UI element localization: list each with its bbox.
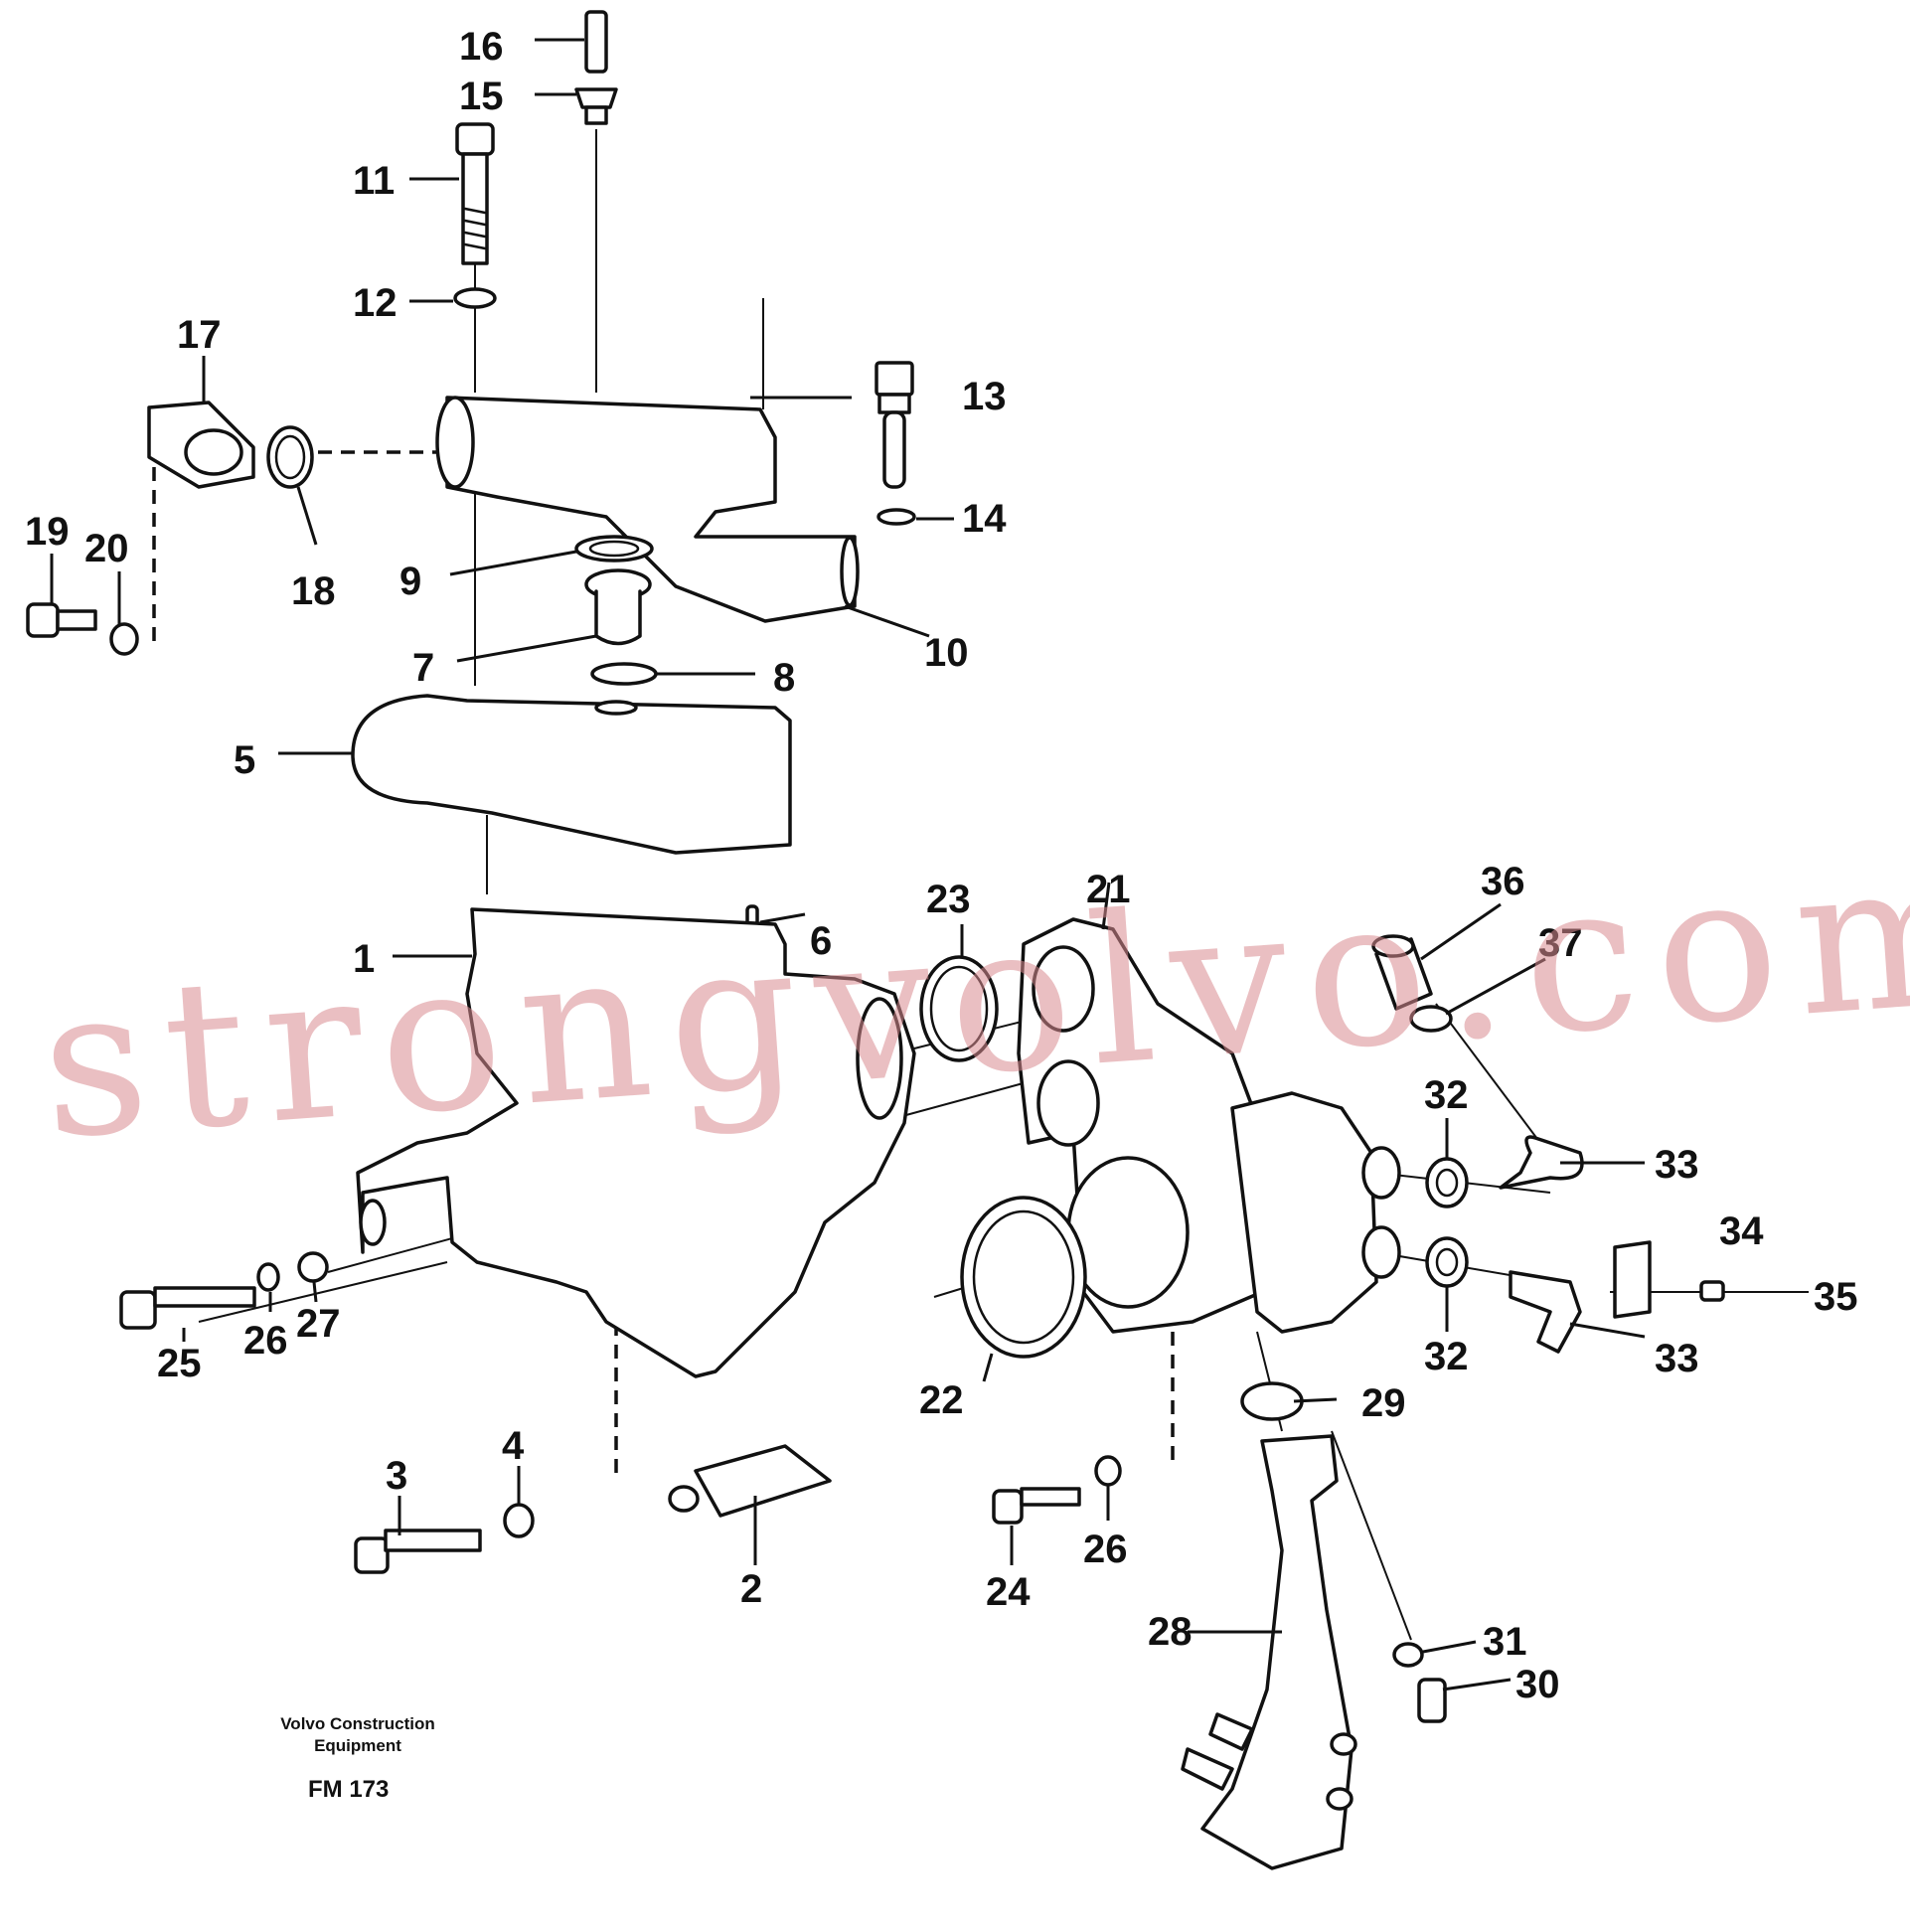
label-part-11: 11 (353, 159, 395, 203)
part-20-washer (109, 622, 139, 656)
part-2-sealant-tube (668, 1444, 832, 1518)
label-part-22: 22 (919, 1378, 964, 1422)
part-23-o-ring (919, 955, 999, 1062)
part-10-thermostat-cover (435, 396, 860, 623)
company-name-line1: Volvo Construction (280, 1714, 435, 1733)
label-part-35: 35 (1814, 1275, 1858, 1319)
label-part-24: 24 (986, 1570, 1031, 1614)
part-5-thermostat-housing (351, 694, 792, 855)
part-22-o-ring (960, 1196, 1087, 1359)
part-34-bracket (1613, 1240, 1652, 1319)
part-1-water-pump-housing (356, 907, 916, 1378)
footer-block: Volvo Construction Equipment FM 173 (280, 1714, 435, 1803)
label-part-25: 25 (157, 1342, 202, 1385)
part-3-screw (354, 1529, 482, 1574)
part-14-seal-ring (876, 508, 916, 526)
part-13-temperature-sensor (875, 361, 914, 489)
label-part-30: 30 (1515, 1663, 1560, 1706)
label-part-9: 9 (399, 560, 421, 603)
label-part-37: 37 (1538, 921, 1583, 965)
part-18-o-ring (266, 425, 314, 489)
part-33-pipe-lower (1509, 1270, 1582, 1354)
label-part-29: 29 (1361, 1381, 1406, 1425)
label-part-33-lower: 33 (1655, 1337, 1699, 1380)
label-part-36: 36 (1481, 860, 1525, 903)
label-part-33-upper: 33 (1655, 1143, 1699, 1187)
figure-code: FM 173 (308, 1776, 389, 1803)
part-31-washer (1392, 1642, 1424, 1668)
part-32-seal-upper (1425, 1157, 1469, 1208)
part-32-seal-lower (1425, 1236, 1469, 1288)
part-21-pump-cover (1017, 917, 1264, 1334)
part-16-plug (584, 10, 608, 74)
part-29-seal (1240, 1381, 1304, 1421)
label-part-2: 2 (740, 1567, 762, 1611)
label-part-23: 23 (926, 878, 971, 921)
part-35-screw (1699, 1280, 1725, 1302)
part-25-screw (119, 1286, 256, 1330)
part-30-screw (1417, 1678, 1447, 1723)
part-11-bolt (455, 122, 495, 265)
part-7-thermostat (584, 568, 652, 646)
label-part-34: 34 (1719, 1209, 1764, 1253)
part-9-seal (574, 535, 654, 563)
label-part-16: 16 (459, 25, 504, 69)
label-part-10: 10 (924, 631, 969, 675)
part-15-screw-plug (574, 87, 618, 125)
label-part-18: 18 (291, 569, 336, 613)
part-17-flange (147, 401, 255, 489)
part-19-screw (26, 602, 97, 638)
label-part-19: 19 (25, 510, 70, 554)
label-part-31: 31 (1483, 1620, 1527, 1664)
label-part-8: 8 (773, 656, 795, 700)
part-8-seal (590, 662, 658, 686)
part-4-washer (503, 1503, 535, 1538)
label-part-14: 14 (962, 497, 1007, 541)
label-part-26-left: 26 (243, 1319, 288, 1363)
label-part-1: 1 (353, 937, 375, 981)
part-27-washer (297, 1251, 329, 1283)
part-28-coolant-pipe (1181, 1434, 1357, 1870)
label-part-20: 20 (84, 527, 129, 570)
label-part-27: 27 (296, 1302, 341, 1346)
label-part-6: 6 (810, 919, 832, 963)
label-part-7: 7 (412, 646, 434, 690)
label-part-15: 15 (459, 75, 504, 118)
label-part-4: 4 (502, 1424, 525, 1468)
label-part-28: 28 (1148, 1610, 1193, 1654)
label-part-32-lower: 32 (1424, 1335, 1469, 1378)
label-part-5: 5 (234, 738, 255, 782)
label-part-26-lower: 26 (1083, 1528, 1128, 1571)
part-33-pipe-upper (1499, 1135, 1584, 1190)
label-part-13: 13 (962, 375, 1007, 418)
part-26-washer-left (256, 1262, 280, 1292)
leader-lines (50, 38, 1646, 1691)
watermark-text: strongvolvo.com (35, 812, 1910, 1186)
label-part-32-upper: 32 (1424, 1073, 1469, 1117)
part-12-washer (453, 287, 497, 309)
label-part-12: 12 (353, 281, 398, 325)
label-part-17: 17 (177, 313, 222, 357)
company-name-line2: Equipment (314, 1736, 401, 1755)
part-number-labels: 16 15 11 12 17 13 14 19 20 18 9 10 7 8 5… (25, 25, 1858, 1706)
label-part-3: 3 (386, 1454, 407, 1498)
part-36-hose (1371, 934, 1433, 1011)
part-24-screw (992, 1487, 1081, 1525)
label-part-21: 21 (1086, 868, 1131, 911)
part-26-washer-lower (1094, 1455, 1122, 1487)
part-37-hose-clamp (1409, 1005, 1453, 1033)
pump-rear-housing (1230, 1091, 1401, 1334)
